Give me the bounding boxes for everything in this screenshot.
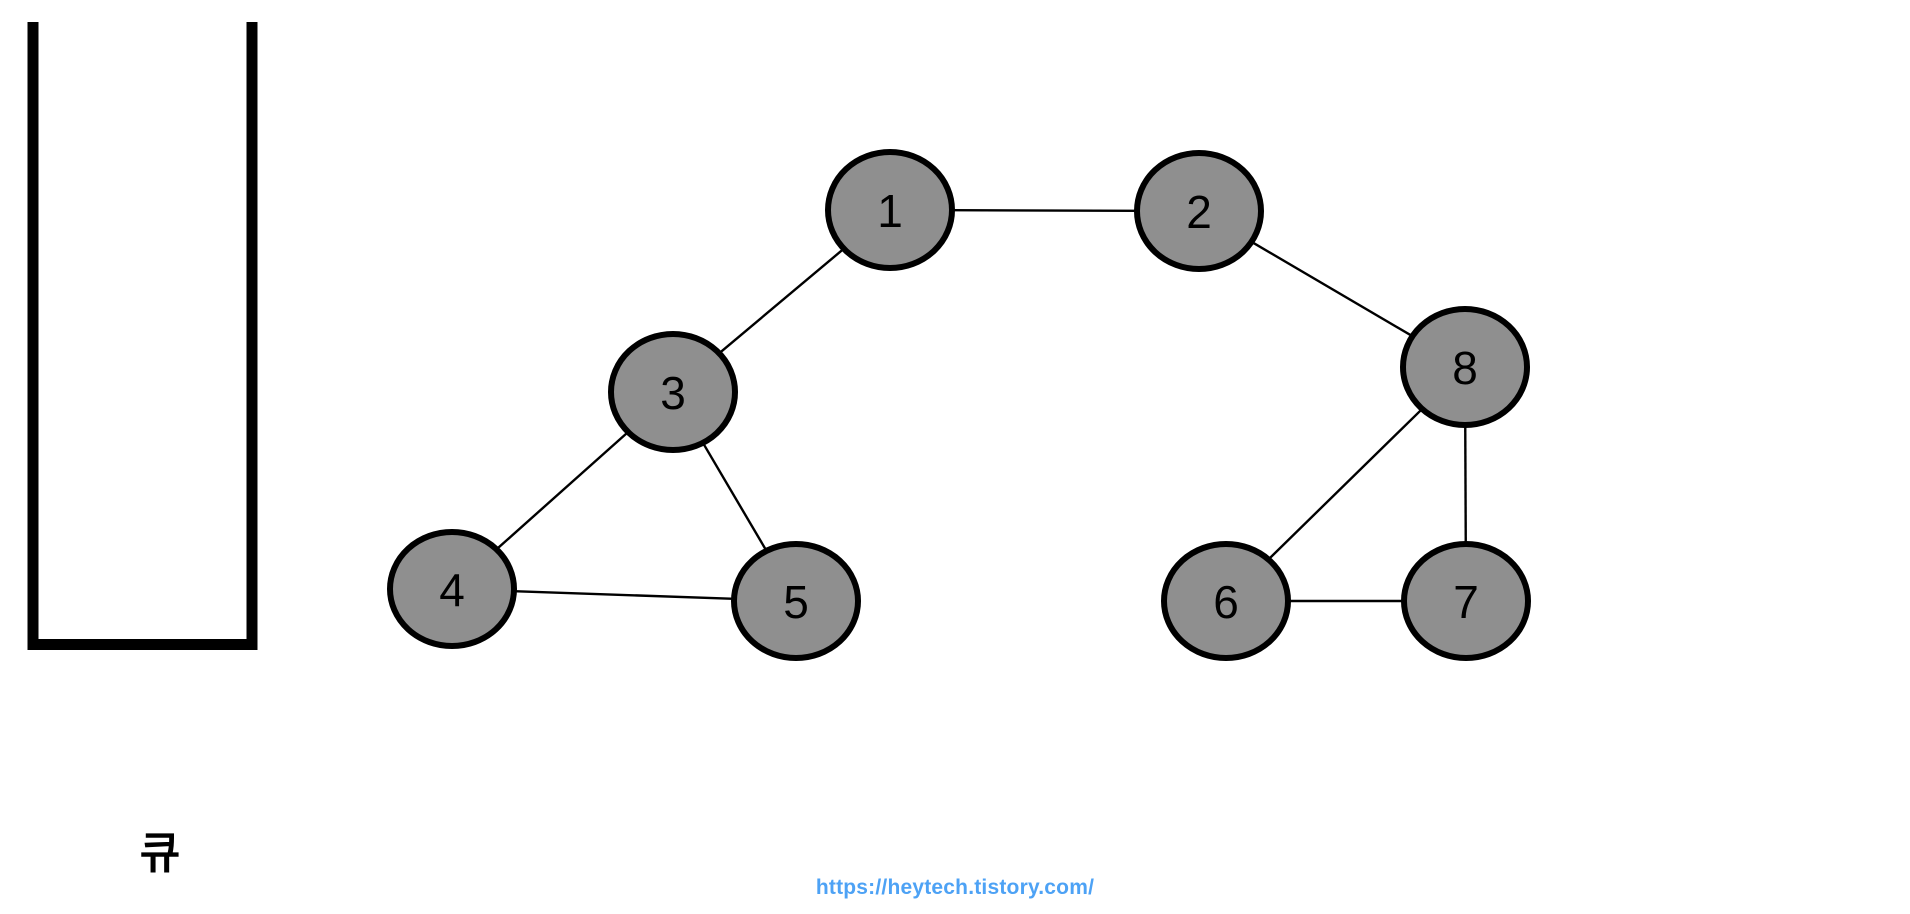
graph-node-label-1: 1	[877, 185, 903, 237]
graph-node-2[interactable]: 2	[1134, 150, 1264, 272]
graph-node-5[interactable]: 5	[731, 541, 861, 661]
queue-walls	[27, 22, 258, 650]
graph-edge-3-4	[495, 431, 629, 551]
graph-node-4[interactable]: 4	[387, 529, 517, 649]
graph-edge-3-5	[701, 442, 768, 552]
graph-node-label-6: 6	[1213, 576, 1239, 628]
graph-edge-1-3	[718, 247, 845, 355]
graph-node-7[interactable]: 7	[1401, 541, 1531, 661]
graph-node-label-7: 7	[1453, 576, 1479, 628]
queue-caption-label: 큐	[139, 828, 181, 879]
graph-node-circle-1[interactable]	[825, 149, 955, 271]
graph-node-label-3: 3	[660, 367, 686, 419]
graph-node-8[interactable]: 8	[1400, 306, 1530, 428]
graph-node-3[interactable]: 3	[608, 331, 738, 453]
graph-node-1[interactable]: 1	[825, 149, 955, 271]
graph-node-label-5: 5	[783, 576, 809, 628]
graph-edge-2-8	[1250, 240, 1414, 338]
graph-node-label-2: 2	[1186, 186, 1212, 238]
graph-node-circle-8[interactable]	[1400, 306, 1530, 428]
graph-edge-8-7	[1464, 424, 1467, 545]
graph-node-label-8: 8	[1452, 342, 1478, 394]
graph-node-circle-2[interactable]	[1134, 150, 1264, 272]
graph-edge-4-5	[513, 589, 735, 601]
graph-node-6[interactable]: 6	[1161, 541, 1291, 661]
queue-shape	[27, 22, 258, 650]
watermark-url-text[interactable]: https://heytech.tistory.com/	[815, 876, 1095, 899]
graph-edges	[495, 209, 1467, 603]
graph-nodes: 1 2 3 4 5 6 7 8	[387, 149, 1531, 661]
graph-node-circle-7[interactable]	[1401, 541, 1531, 661]
graph-node-label-4: 4	[439, 564, 465, 616]
graph-edge-1-2	[951, 209, 1138, 212]
graph-edge-8-6	[1267, 408, 1424, 561]
graph-node-circle-5[interactable]	[731, 541, 861, 661]
watermark: https://heytech.tistory.com/	[0, 876, 1910, 900]
graph-node-circle-4[interactable]	[387, 529, 517, 649]
graph-node-circle-6[interactable]	[1161, 541, 1291, 661]
graph-node-circle-3[interactable]	[608, 331, 738, 453]
